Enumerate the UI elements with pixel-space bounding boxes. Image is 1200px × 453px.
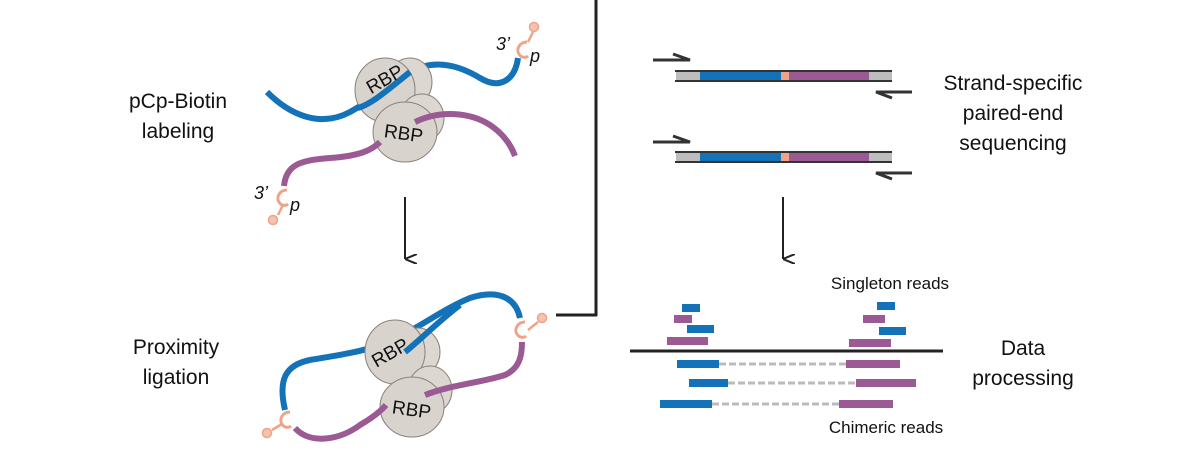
biotin-tag-top: 3’ p <box>496 21 540 66</box>
read-bar <box>677 360 719 368</box>
purple-rna-strand <box>281 139 383 187</box>
half-arrow-right-icon <box>653 134 691 144</box>
sequencing-step-label: Strand-specific paired-end sequencing <box>918 69 1108 159</box>
sequencing-line2: paired-end <box>962 102 1064 125</box>
read-bar <box>863 315 885 323</box>
sequencing-line3: sequencing <box>959 132 1067 155</box>
read-bar <box>849 339 891 347</box>
read-bar <box>674 315 692 323</box>
phosphate-label-top: p <box>529 46 540 66</box>
read-bar <box>687 325 714 333</box>
read-bar <box>839 400 893 408</box>
three-prime-label-bottom: 3’ <box>254 183 269 203</box>
ligation-step-label: Proximity ligation <box>106 333 246 393</box>
sequencing-read-2 <box>653 134 912 181</box>
sequencing-read-1 <box>653 52 912 100</box>
sequencing-line1: Strand-specific <box>943 72 1083 95</box>
read-bar <box>877 302 895 310</box>
ligation-line2: ligation <box>142 366 210 389</box>
chimeric-reads <box>660 360 916 408</box>
phosphate-label-bottom: p <box>289 195 300 215</box>
read-bar <box>856 379 916 387</box>
processing-step-label: Data processing <box>948 334 1098 394</box>
read-bar <box>667 337 708 345</box>
read-bar <box>682 304 700 312</box>
ligation-junction-left <box>261 410 293 439</box>
read-bar <box>660 400 712 408</box>
half-arrow-left-icon <box>875 171 912 181</box>
processing-line1: Data <box>1000 337 1046 360</box>
labeling-line2: labeling <box>141 120 215 143</box>
labeling-line1: pCp-Biotin <box>128 90 228 113</box>
singleton-reads <box>667 302 906 347</box>
half-arrow-right-icon <box>653 52 691 62</box>
half-arrow-left-icon <box>875 90 912 100</box>
read-bar <box>689 379 728 387</box>
chimeric-reads-label: Chimeric reads <box>828 418 944 437</box>
processing-line2: processing <box>972 367 1074 390</box>
read-bar <box>879 327 906 335</box>
ligated-complex: RBP RBP <box>261 291 548 442</box>
panel-connector <box>556 0 598 317</box>
read-bar <box>846 360 900 368</box>
purple-rna-loop <box>292 403 389 442</box>
labeling-step-label: pCp-Biotin labeling <box>108 87 248 147</box>
biotin-tag-bottom: 3’ p <box>254 183 300 226</box>
three-prime-label-top: 3’ <box>496 34 511 54</box>
singleton-reads-label: Singleton reads <box>830 274 950 293</box>
ligation-line1: Proximity <box>132 336 220 359</box>
labeling-complex: RBP RBP 3’ p 3’ p <box>254 21 540 226</box>
ligation-junction-right <box>514 312 548 339</box>
